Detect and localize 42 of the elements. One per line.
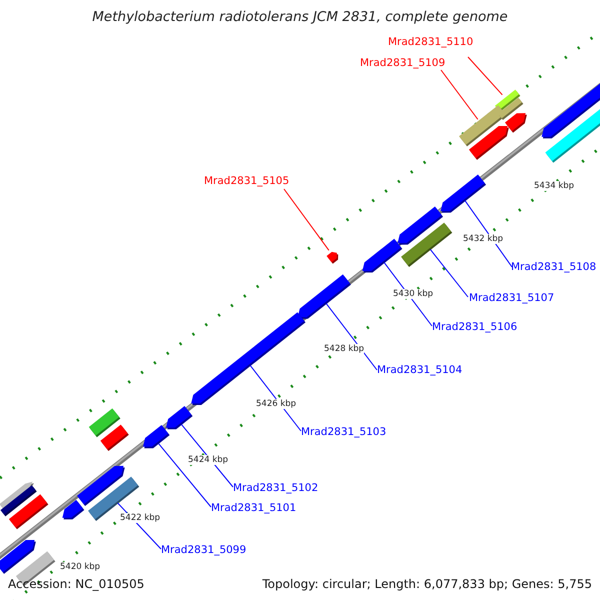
gene-label: Mrad2831_5107	[469, 292, 554, 305]
leader-line	[284, 188, 330, 251]
leader-line	[430, 248, 468, 298]
leader-line	[440, 70, 478, 120]
position-label: 5422 kbp	[120, 513, 160, 523]
gene-label: Mrad2831_5102	[233, 482, 318, 495]
gene-label: Mrad2831_5106	[432, 321, 518, 334]
gene-block	[468, 126, 509, 160]
gene-block	[166, 406, 193, 430]
gene-block	[77, 466, 125, 506]
gene-label: Mrad2831_5105	[204, 175, 290, 188]
position-label: 5420 kbp	[60, 562, 100, 572]
gene-label: Mrad2831_5109	[360, 57, 446, 70]
position-label: 5426 kbp	[256, 399, 296, 409]
gene-label: Mrad2831_5099	[161, 544, 246, 557]
gene-block	[545, 107, 600, 163]
gene-block	[143, 425, 170, 448]
gene-block	[100, 424, 129, 451]
gene-label: Mrad2831_5108	[511, 261, 596, 274]
title: Methylobacterium radiotolerans JCM 2831, complete genome	[91, 9, 509, 26]
position-label: 5434 kbp	[534, 181, 574, 191]
gene-block	[326, 252, 338, 264]
gene-block	[8, 494, 48, 530]
gene-block	[504, 113, 527, 133]
position-label: 5432 kbp	[463, 234, 504, 244]
gene-label: Mrad2831_5103	[301, 426, 386, 439]
gene-block	[62, 500, 84, 520]
position-label: 5428 kbp	[324, 344, 364, 354]
accession-text: Accession: NC_010505	[8, 578, 144, 591]
gene-label: Mrad2831_5101	[211, 502, 296, 515]
gene-block	[298, 274, 351, 319]
gene-block	[440, 174, 486, 213]
gene-label: Mrad2831_5104	[377, 364, 462, 377]
leader-line	[468, 56, 503, 96]
position-label: 5430 kbp	[393, 289, 434, 299]
genome-summary-text: Topology: circular; Length: 6,077,833 bp; Genes: 5,755	[262, 578, 592, 591]
leader-line	[326, 303, 378, 370]
gene-label: Mrad2831_5110	[388, 36, 474, 49]
gene-block	[398, 206, 444, 245]
gene-block	[362, 238, 402, 273]
position-label: 5424 kbp	[188, 455, 228, 465]
leader-line	[158, 442, 212, 508]
